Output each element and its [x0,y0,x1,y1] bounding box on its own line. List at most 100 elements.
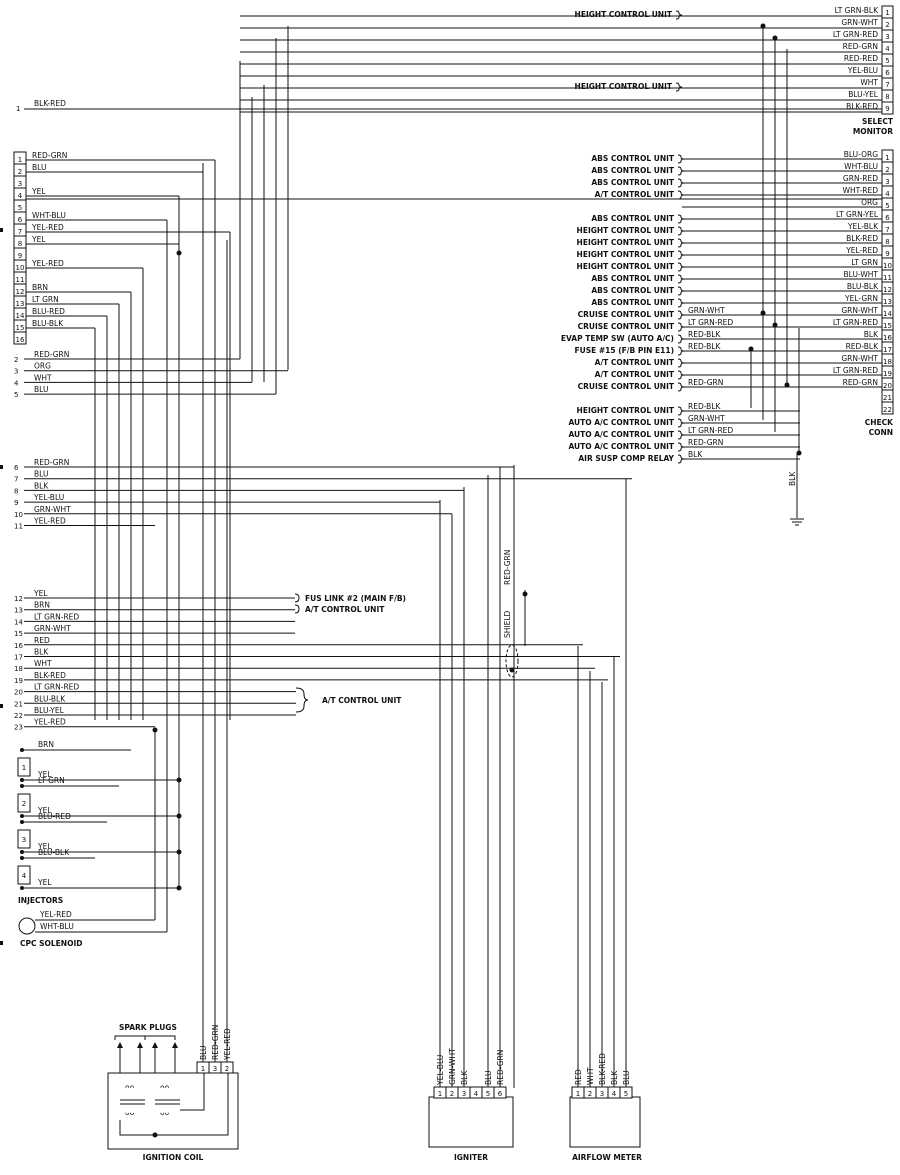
group-d-wire-label: YEL [33,589,48,598]
connector-a-wire-label: LT GRN [32,295,59,304]
check-conn-dest: ABS CONTROL UNIT [591,286,675,295]
check-conn-mid-label: RED-BLK [688,330,721,339]
bus-lines [239,23,802,456]
connector-a-pin: 9 [18,252,22,260]
check-conn-mid-label: LT GRN-RED [688,318,733,327]
ignition-coil: SPARK PLUGS ᴖᴖ ᴖᴖ ᴗᴗ ᴗᴗ 1BLU3RED-GRN2YEL… [107,163,239,1162]
check-conn-wire-label: WHT-RED [843,186,879,195]
ignition-coil-box [107,1072,239,1150]
check-conn-pin: 8 [885,238,889,246]
check-conn-pin: 14 [883,310,892,318]
airflow-meter-title: AIRFLOW METER [572,1153,642,1162]
check-conn-pin: 2 [885,166,889,174]
injector-top-wire: BRN [38,740,54,749]
svg-text:ᴖᴖ: ᴖᴖ [125,1083,135,1092]
select-monitor-pin: 8 [885,93,889,101]
check-conn-dest: ABS CONTROL UNIT [591,154,675,163]
check-conn-dest: FUSE #15 (F/B PIN E11) [575,346,674,355]
select-monitor-wire-label: BLU-YEL [848,90,879,99]
check-conn-wire-label: LT GRN-YEL [836,210,879,219]
check-conn-pin: 9 [885,250,889,258]
check-conn-pin: 15 [883,322,892,330]
select-monitor-wire-label: WHT [860,78,878,87]
connector-a-pin: 8 [18,240,22,248]
at-unit-label-1: A/T CONTROL UNIT [305,605,385,614]
cpc-wire-1: YEL-RED [39,910,72,919]
group-c-pin: 7 [14,476,18,484]
check-conn-pin: 18 [883,358,892,366]
check-conn-pin: 22 [883,406,892,414]
check-conn-extra-dest: HEIGHT CONTROL UNIT [577,406,675,415]
check-conn-pin: 11 [883,274,892,282]
left-top-label: BLK-RED [34,99,66,108]
check-conn-pin: 20 [883,382,892,390]
ignition-coil-title: IGNITION COIL [143,1153,204,1162]
select-monitor-wire-label: RED-GRN [843,42,878,51]
select-monitor-pin: 5 [885,57,889,65]
svg-text:6: 6 [498,1090,503,1098]
check-conn-dest: HEIGHT CONTROL UNIT [577,250,675,259]
connector-a-row: 16 [14,331,26,344]
side-markers [0,228,3,945]
airflow-meter-box [569,1096,641,1148]
svg-text:2: 2 [588,1090,592,1098]
check-conn-mid-label: RED-BLK [688,342,721,351]
connector-a-pin: 7 [18,228,22,236]
check-conn-wire-label: GRN-WHT [841,306,878,315]
check-conn-pin: 17 [883,346,892,354]
group-d-wire-label: YEL-RED [33,718,66,727]
check-conn-wire-label: BLU-WHT [844,270,879,279]
check-conn-wire-label: BLU-ORG [844,150,878,159]
group-c-wire-label: GRN-WHT [34,505,71,514]
svg-text:2: 2 [225,1065,229,1073]
check-conn-row: 22 [882,401,893,414]
connector-a-pin: 6 [18,216,23,224]
injector-bottom-wire: YEL [37,806,52,815]
svg-text:5: 5 [486,1090,490,1098]
connector-a-wire-label: BLU-BLK [32,319,64,328]
connector-a-pin: 2 [18,168,22,176]
check-conn-wire-label: RED-BLK [846,342,879,351]
injectors-title: INJECTORS [18,896,63,905]
group-d-pin: 22 [14,712,23,720]
connector-a-wire-label: YEL [31,235,46,244]
fus-link-label: FUS LINK #2 (MAIN F/B) [305,594,406,603]
connector-a-wire-label: YEL-RED [31,259,64,268]
check-conn-dest: ABS CONTROL UNIT [591,178,675,187]
group-c-wire-label: YEL-RED [33,517,66,526]
check-conn-wire-label: BLU-BLK [847,282,879,291]
svg-text:5: 5 [624,1090,628,1098]
connector-a-pin: 10 [16,264,25,272]
injector-icon [17,757,31,777]
spark-plugs-label: SPARK PLUGS [119,1023,177,1032]
check-conn-pin: 10 [883,262,892,270]
check-conn-wire-label: YEL-GRN [844,294,878,303]
check-conn-pin: 5 [885,202,889,210]
check-conn-wire-label: WHT-BLU [844,162,878,171]
check-conn-extra-mid: RED-GRN [688,438,723,447]
svg-text:3: 3 [462,1090,466,1098]
check-conn-extra-mid: BLK [688,450,703,459]
